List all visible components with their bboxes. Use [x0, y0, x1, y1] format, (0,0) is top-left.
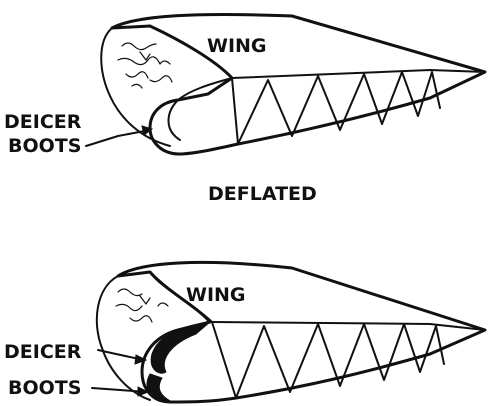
bottom-boots-label: BOOTS — [8, 377, 81, 399]
bottom-wing-label: WING — [186, 284, 246, 306]
top-boots-label: BOOTS — [8, 135, 81, 157]
state-label: DEFLATED — [208, 183, 317, 205]
deflated-ice-texture — [118, 43, 172, 88]
bottom-deicer-label: DEICER — [4, 341, 82, 363]
top-deicer-label: DEICER — [4, 111, 82, 133]
top-boots-pointer — [86, 130, 150, 146]
inflated-wing-section — [97, 262, 485, 402]
inflated-ice-texture — [116, 289, 168, 322]
top-wing-label: WING — [207, 35, 267, 57]
deflated-wing-section — [101, 15, 485, 155]
